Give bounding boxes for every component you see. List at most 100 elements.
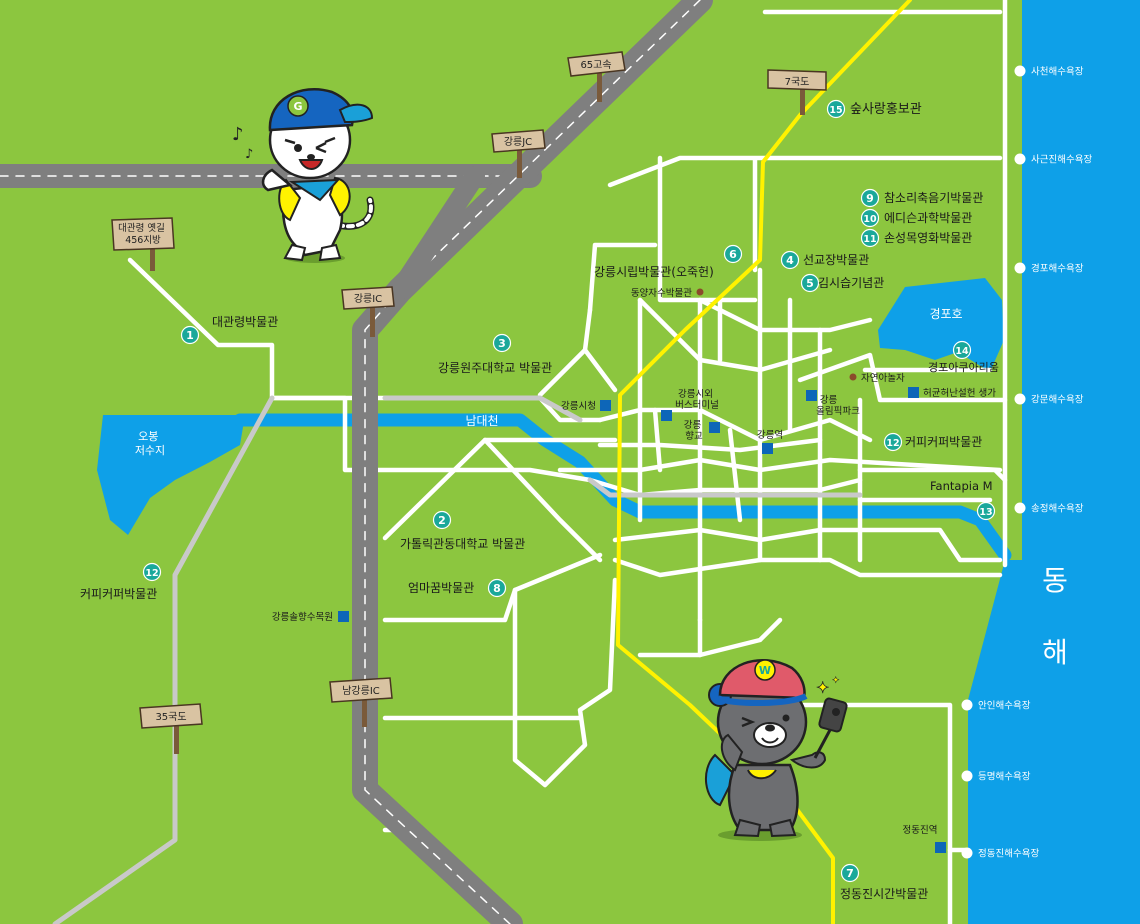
- small-place-embroidery: 동양자수박물관: [631, 288, 704, 299]
- museum-name: 강릉원주대학교 박물관: [438, 361, 552, 375]
- place-olympic-park: 강릉 올림픽파크: [806, 390, 860, 417]
- museum-marker[interactable]: 8 엄마꿈박물관: [408, 578, 507, 598]
- small-place-markers: 동양자수박물관 자연아놀자: [631, 288, 905, 384]
- small-place-embroidery-label: 동양자수박물관: [631, 288, 692, 299]
- beach-dot: [1014, 262, 1026, 274]
- museum-marker[interactable]: 5 김시습기념관: [800, 273, 885, 293]
- place-city-hall: 강릉시청: [561, 400, 611, 412]
- museum-marker[interactable]: 4 선교장박물관: [780, 250, 870, 270]
- small-place-nature-label: 자연아놀자: [861, 373, 905, 384]
- river-label: 남대천: [465, 413, 498, 428]
- sign-gangneung-jc-text: 강릉JC: [504, 136, 532, 148]
- museum-name: 강릉시립박물관(오죽헌): [594, 265, 714, 279]
- sign-route35: 35국도: [139, 703, 203, 754]
- place-hyanggyo-line1: 강릉: [684, 420, 702, 431]
- museum-name: 엄마꿈박물관: [408, 581, 474, 595]
- museum-name: 대관령박물관: [212, 315, 278, 329]
- signposts: 65고속 강릉JC 7국도 대관령 옛길 456지방 강릉IC: [111, 51, 827, 754]
- museum-number-badge: [142, 562, 162, 582]
- museum-marker[interactable]: 12 커피커퍼박물관: [80, 562, 162, 602]
- museum-name: 손성목영화박물관: [884, 231, 972, 245]
- museum-name: 선교장박물관: [803, 253, 869, 267]
- place-city-hall-label: 강릉시청: [561, 401, 596, 412]
- beach-marker[interactable]: 안인해수욕장: [961, 699, 1031, 712]
- sign-daegwallyeong-text: 대관령 옛길 456지방: [118, 222, 168, 246]
- museum-name: 김시습기념관: [818, 276, 884, 290]
- beach-marker[interactable]: 사근진해수욕장: [1014, 153, 1093, 166]
- reservoir-label-line1: 오봉: [138, 430, 158, 443]
- beach-dot: [1014, 502, 1026, 514]
- museum-number: 7: [846, 867, 854, 880]
- gyeongpo-lake: 경포호: [878, 278, 1004, 372]
- beach-label: 강문해수욕장: [1031, 394, 1084, 406]
- sign-gangneung-jc: 강릉JC: [491, 129, 546, 178]
- beach-label: 안인해수욕장: [978, 700, 1031, 712]
- museum-number: 11: [863, 234, 876, 245]
- sign-route35-text: 35국도: [155, 711, 186, 723]
- reservoir: 오봉 저수지: [97, 415, 245, 535]
- beach-marker[interactable]: 경포해수욕장: [1014, 262, 1084, 275]
- museum-marker[interactable]: 6 강릉시립박물관(오죽헌): [594, 244, 743, 280]
- museum-number-badge: [180, 325, 200, 345]
- place-arboretum: 강릉솔향수목원: [272, 611, 349, 623]
- beach-marker[interactable]: 송정해수욕장: [1014, 502, 1084, 515]
- museum-marker[interactable]: 11 손성목영화박물관: [860, 228, 973, 248]
- beach-label: 송정해수욕장: [1031, 503, 1084, 515]
- museum-number: 8: [493, 582, 501, 595]
- museum-number-badge: [800, 273, 820, 293]
- sign-daegwallyeong: 대관령 옛길 456지방: [111, 217, 175, 271]
- place-markers: 강릉시청 강릉시외 버스터미널 강릉 향교 강릉역 강릉 올림픽파크: [272, 387, 996, 853]
- reservoir-label: 오봉 저수지: [135, 430, 165, 457]
- museum-name: 가톨릭관동대학교 박물관: [400, 537, 525, 551]
- place-jeongdongjin-station: 정동진역: [903, 825, 946, 853]
- sea-label-2: 해: [1042, 636, 1068, 669]
- museum-name: 에디슨과학박물관: [884, 211, 972, 225]
- museum-number-badge: [826, 99, 846, 119]
- sign-gangneung-ic: 강릉IC: [341, 286, 395, 337]
- beach-marker[interactable]: 등명해수욕장: [961, 770, 1031, 783]
- place-hyanggyo-line2: 향교: [685, 430, 703, 442]
- beach-label: 경포해수욕장: [1031, 263, 1084, 275]
- museum-marker[interactable]: 2 가톨릭관동대학교 박물관: [400, 510, 525, 552]
- museum-number-badge: [492, 333, 512, 353]
- beach-label: 등명해수욕장: [978, 771, 1031, 783]
- sign-route7: 7국도: [767, 69, 827, 115]
- sign-namgangneung-ic: 남강릉IC: [329, 677, 393, 727]
- museum-number-badge: [860, 208, 880, 228]
- place-olympic-park-label: 강릉 올림픽파크: [816, 395, 860, 417]
- beach-marker[interactable]: 강문해수욕장: [1014, 393, 1084, 406]
- museum-number: 6: [729, 248, 737, 261]
- museum-name: 커피커퍼박물관: [80, 587, 157, 601]
- museum-number: 15: [829, 105, 842, 116]
- music-note-icon: ♪: [232, 124, 244, 145]
- beach-marker[interactable]: 정동진해수욕장: [961, 847, 1040, 860]
- museum-name: 참소리축음기박물관: [884, 191, 983, 205]
- bear-mascot: W ✦ ✦: [704, 659, 848, 841]
- beach-dot: [1014, 153, 1026, 165]
- bear-cap-letter: W: [759, 664, 771, 677]
- place-olympic-park-line1: 강릉: [820, 395, 838, 406]
- museum-number: 4: [786, 254, 794, 267]
- museum-name: Fantapia M: [930, 479, 993, 493]
- beach-dot: [961, 699, 973, 711]
- sign-daegwallyeong-line1: 대관령 옛길: [118, 222, 165, 234]
- beach-marker[interactable]: 사천해수욕장: [1014, 65, 1084, 78]
- sign-gangneung-ic-text: 강릉IC: [354, 293, 382, 305]
- railway: [616, 0, 912, 924]
- museum-number: 5: [806, 277, 814, 290]
- museum-number-badge: [860, 188, 880, 208]
- museum-number: 2: [438, 514, 446, 527]
- museum-number: 12: [145, 568, 158, 579]
- road-network: [127, 0, 1008, 924]
